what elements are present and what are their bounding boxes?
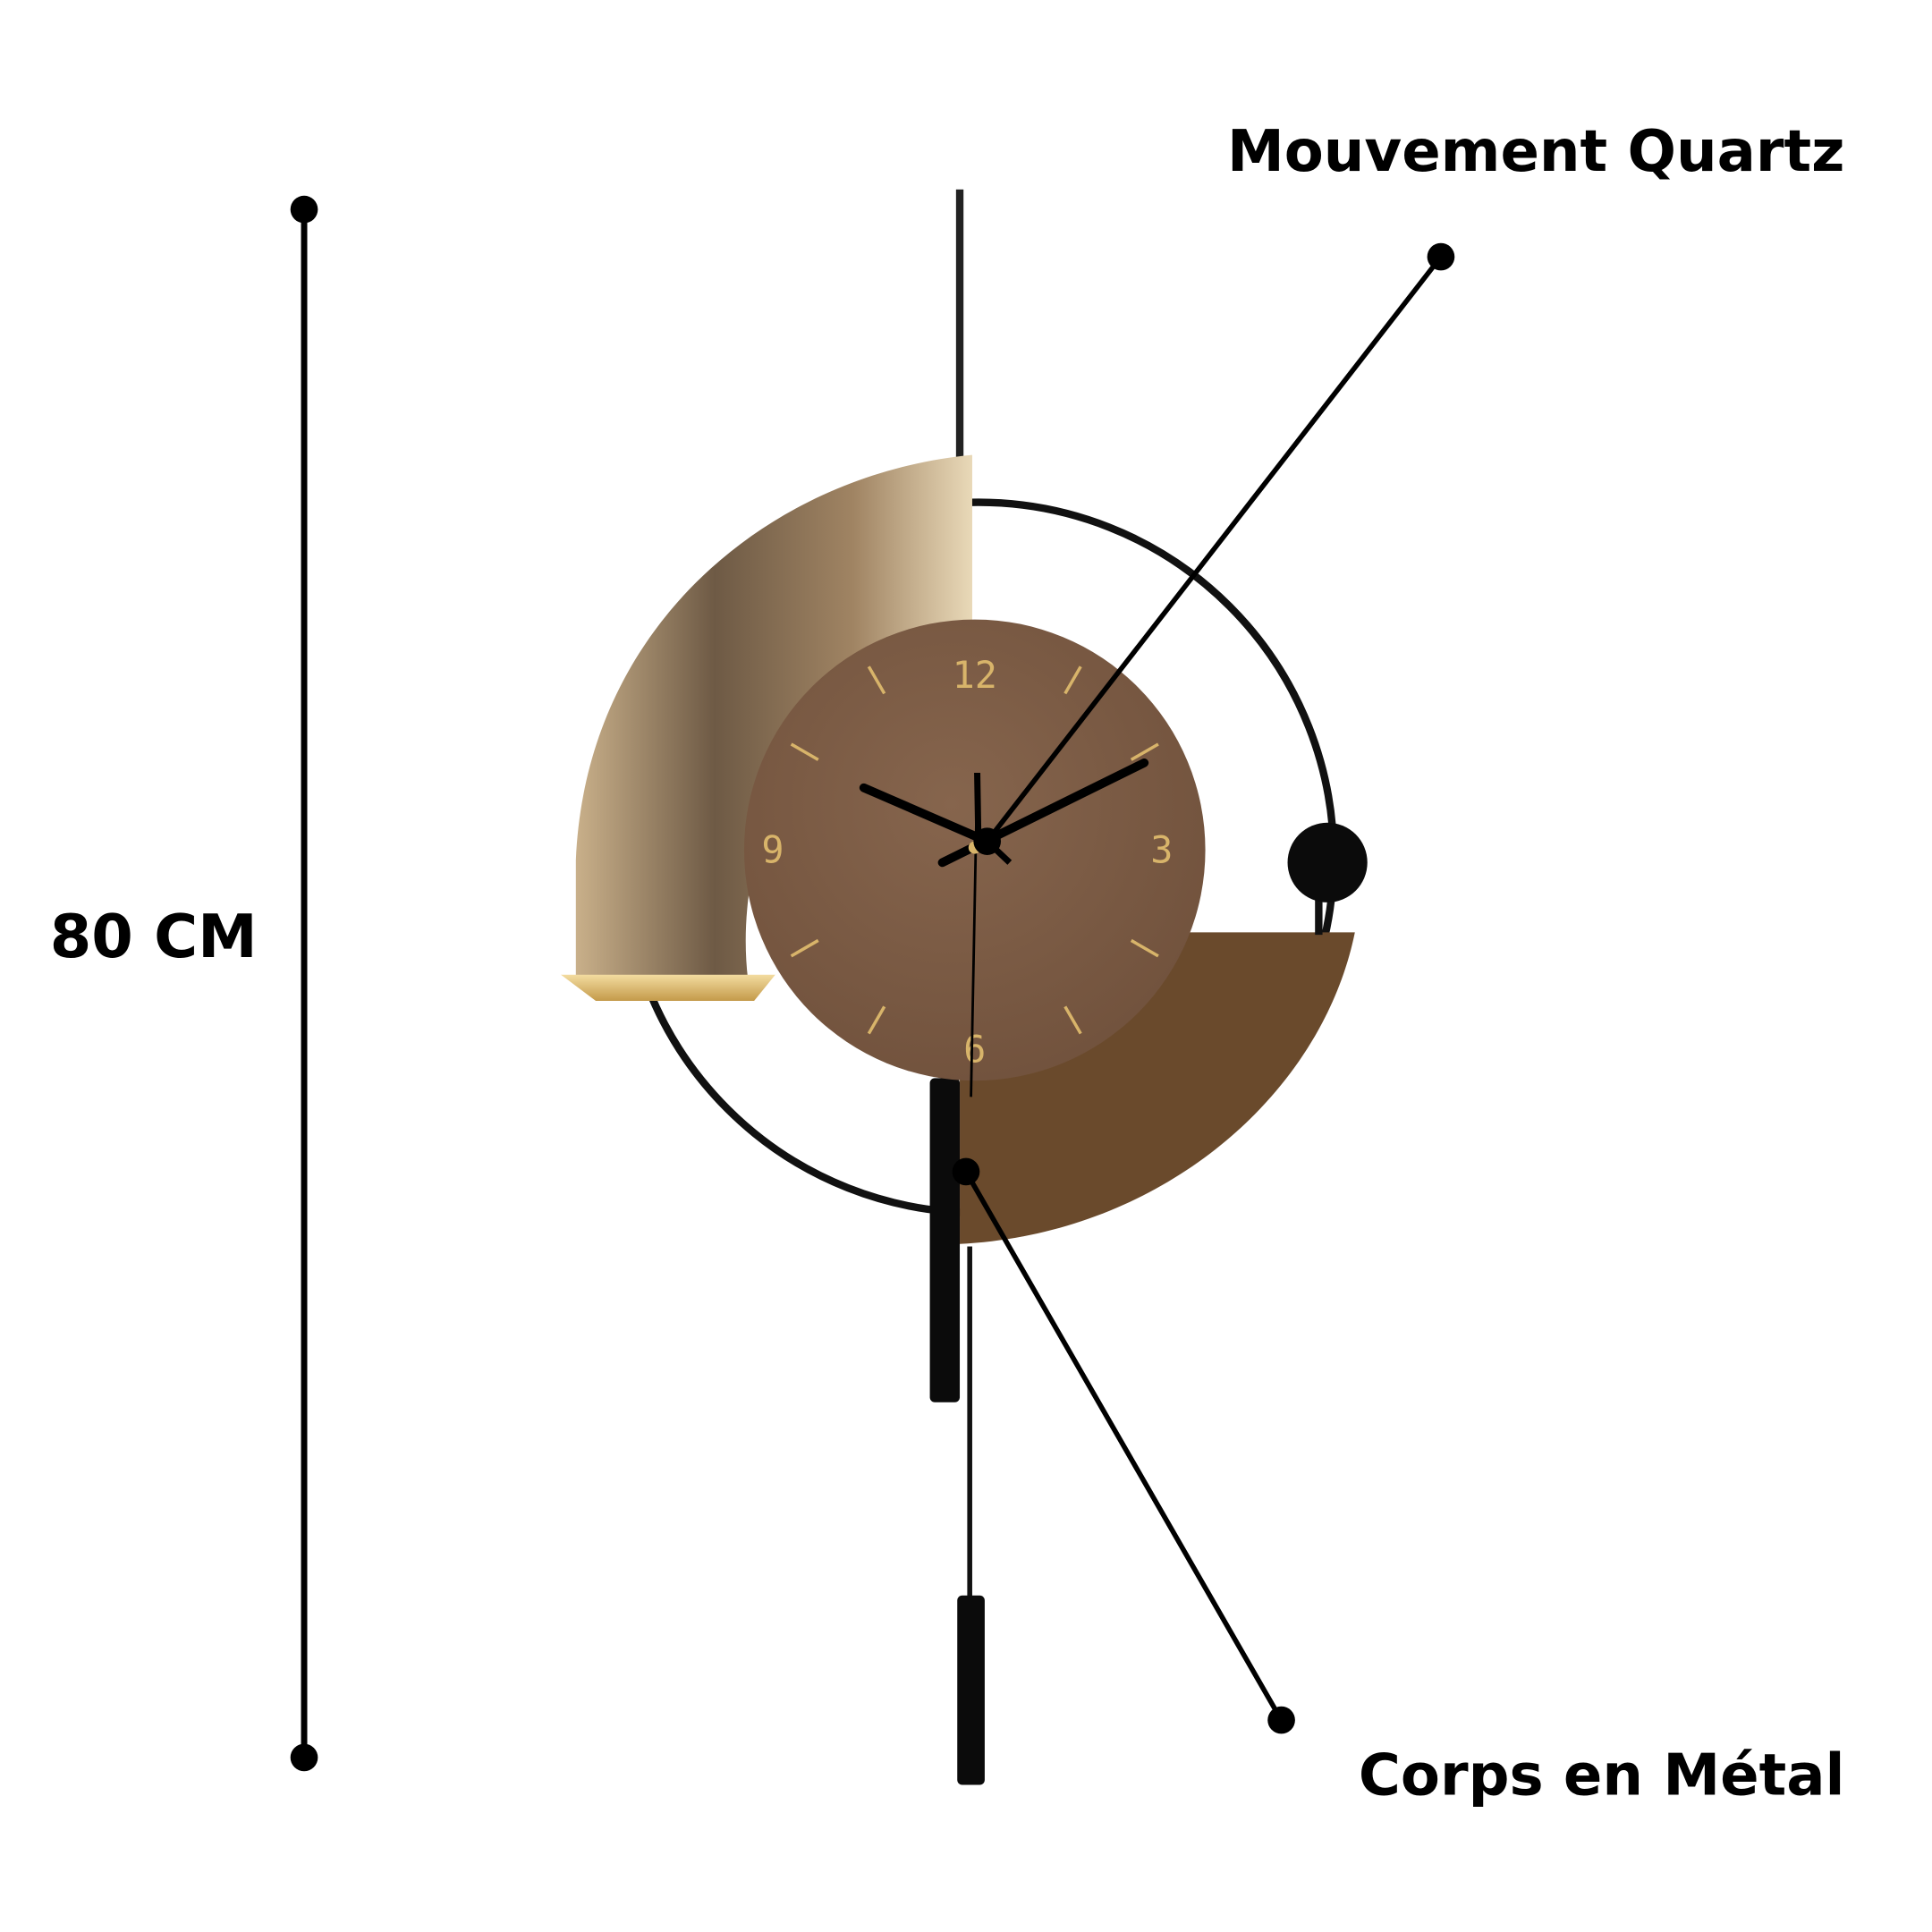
hour-tick xyxy=(1063,665,1082,695)
body-callout-dot-start xyxy=(952,1157,980,1186)
hour-hand xyxy=(859,783,992,846)
body-label: Corps en Métal xyxy=(1359,1743,1845,1809)
dimension-dot-bottom xyxy=(290,1743,318,1772)
pendulum-weight xyxy=(957,1595,985,1785)
hour-tick xyxy=(867,665,886,695)
hour-tick xyxy=(1130,938,1159,958)
hour-tick xyxy=(790,938,819,958)
textured-crescent-panel xyxy=(575,454,972,979)
height-dimension xyxy=(290,195,318,1772)
hour-markers xyxy=(790,665,1159,1035)
pendulum-bar xyxy=(929,1078,961,1402)
movement-callout-line xyxy=(985,255,1444,843)
hanging-rod xyxy=(955,189,964,458)
numeral-6: 6 xyxy=(963,1027,986,1071)
movement-label: Mouvement Quartz xyxy=(1227,119,1844,185)
body-callout-line xyxy=(963,1170,1284,1722)
dimension-dot-top xyxy=(290,195,318,224)
hour-tick xyxy=(867,1005,886,1035)
hour-tick xyxy=(790,742,819,761)
height-label: 80 CM xyxy=(50,902,258,971)
numeral-3: 3 xyxy=(1150,827,1173,871)
hour-tick xyxy=(1063,1005,1082,1035)
pendulum-rod xyxy=(967,1246,972,1602)
numeral-9: 9 xyxy=(761,827,784,871)
movement-callout-dot-end xyxy=(1427,242,1455,271)
decorative-ball xyxy=(1287,822,1368,902)
numeral-12: 12 xyxy=(953,653,997,697)
hour-tick xyxy=(1130,742,1159,761)
movement-callout-dot-start xyxy=(973,827,1002,855)
body-callout-dot-end xyxy=(1267,1706,1295,1734)
gold-shelf xyxy=(561,974,775,1002)
